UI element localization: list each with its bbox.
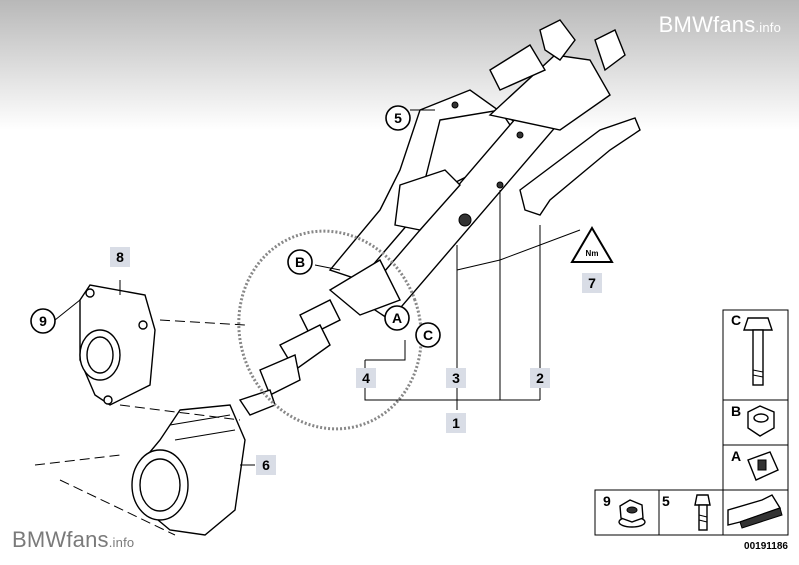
legend-b-label: B xyxy=(731,403,741,419)
svg-text:3: 3 xyxy=(452,370,460,386)
svg-text:1: 1 xyxy=(452,415,460,431)
callout-6: 6 xyxy=(256,455,276,475)
legend-c-label: C xyxy=(731,312,741,328)
callout-9-circle: 9 xyxy=(30,308,56,334)
torque-warning-icon: Nm xyxy=(570,226,614,263)
part-8-boot xyxy=(79,284,156,406)
watermark-bottom: BMWfans.info xyxy=(12,527,135,552)
svg-text:9: 9 xyxy=(39,313,47,329)
arrow-icon xyxy=(727,494,783,529)
legend-nut-label: 9 xyxy=(603,493,611,509)
callout-1: 1 xyxy=(446,413,466,433)
callout-3: 3 xyxy=(446,368,466,388)
steering-column xyxy=(238,19,641,416)
nut-b-icon xyxy=(747,405,775,437)
callout-2: 2 xyxy=(530,368,550,388)
bolt-c-icon xyxy=(743,317,773,386)
svg-text:4: 4 xyxy=(362,370,370,386)
fastener-legend: C B A 9 5 xyxy=(594,309,789,552)
svg-text:C: C xyxy=(423,327,433,343)
legend-bolt-label: 5 xyxy=(662,493,670,509)
svg-text:8: 8 xyxy=(116,249,124,265)
leader-lines xyxy=(54,109,581,466)
marker-b-circle: B xyxy=(287,249,313,275)
highlight-circle xyxy=(237,229,423,431)
callout-5-circle: 5 xyxy=(385,105,411,131)
assembly-line-6 xyxy=(34,454,121,466)
flange-nut-icon xyxy=(618,499,646,528)
diagram-code: 00191186 xyxy=(744,541,788,552)
legend-a-label: A xyxy=(731,448,741,464)
assembly-line-6b xyxy=(59,479,176,536)
svg-text:2: 2 xyxy=(536,370,544,386)
callout-4: 4 xyxy=(356,368,376,388)
marker-a-circle: A xyxy=(384,305,410,331)
assembly-line-8 xyxy=(159,319,246,326)
callout-7: 7 xyxy=(582,273,602,293)
bolt-5-icon xyxy=(694,494,711,531)
svg-text:B: B xyxy=(295,254,305,270)
callout-8: 8 xyxy=(110,247,130,267)
svg-text:6: 6 xyxy=(262,457,270,473)
svg-text:5: 5 xyxy=(394,110,402,126)
svg-text:7: 7 xyxy=(588,275,596,291)
assembly-line-8b xyxy=(119,404,241,421)
svg-text:A: A xyxy=(392,310,402,326)
watermark-top: BMWfans.info xyxy=(658,12,781,37)
clip-nut-a-icon xyxy=(747,451,779,481)
part-6-boot xyxy=(131,404,246,536)
svg-text:Nm: Nm xyxy=(586,249,599,258)
marker-c-circle: C xyxy=(415,322,441,348)
